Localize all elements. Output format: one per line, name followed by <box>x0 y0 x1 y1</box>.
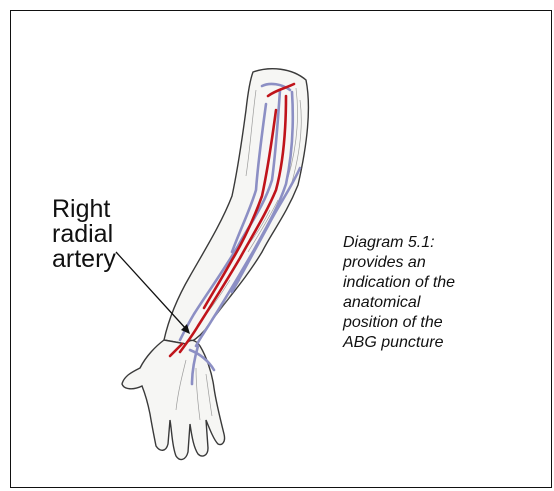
artery-label-line3: artery <box>52 247 116 272</box>
caption-line1: Diagram 5.1: <box>343 233 513 253</box>
diagram-caption: Diagram 5.1: provides an indication of t… <box>343 233 513 353</box>
arm-outline <box>122 69 308 460</box>
caption-line6: ABG puncture <box>343 333 513 353</box>
caption-line4: anatomical <box>343 293 513 313</box>
caption-line5: position of the <box>343 313 513 333</box>
artery-label-line1: Right <box>52 197 116 222</box>
caption-line2: provides an <box>343 253 513 273</box>
artery-label: Right radial artery <box>52 197 116 272</box>
caption-line3: indication of the <box>343 273 513 293</box>
artery-label-line2: radial <box>52 222 116 247</box>
pointer-line <box>116 252 187 330</box>
